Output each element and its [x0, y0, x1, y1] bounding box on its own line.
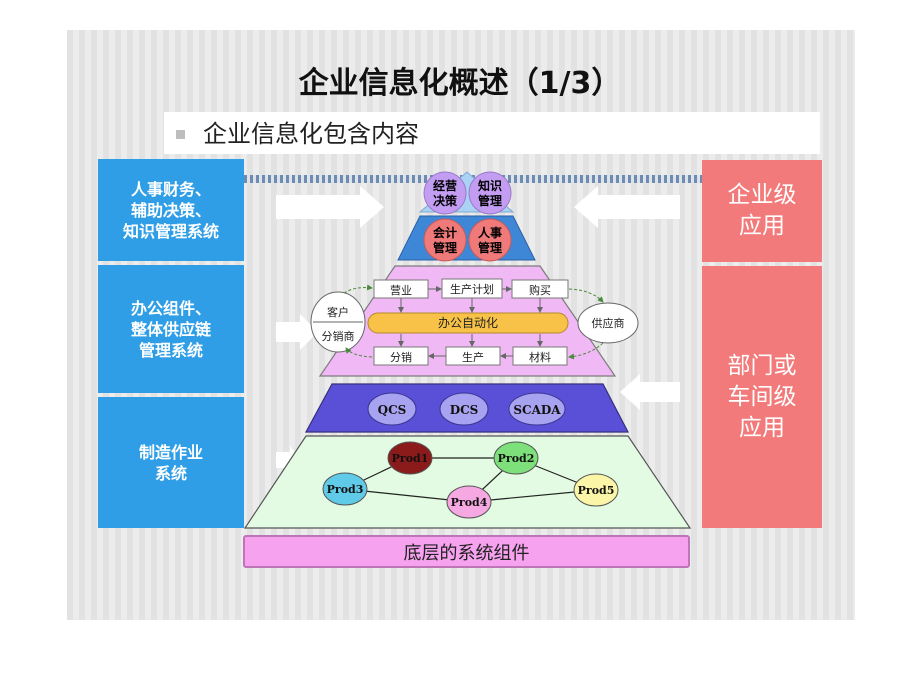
node-prod3-label: Prod3: [327, 483, 364, 496]
bottom-bar-system-components: 底层的系统组件: [243, 535, 690, 568]
circle-accounting-mgmt-line1: 会计: [433, 225, 457, 240]
left-panel-manufacturing: 制造作业 系统: [98, 397, 244, 528]
flow-supplier-to-materials: [568, 342, 604, 360]
flow-distribution-to-customer: [345, 347, 373, 358]
left-panel-office-supply-chain: 办公组件、 整体供应链 管理系统: [98, 265, 244, 393]
left-panel-enterprise-systems: 人事财务、 辅助决策、 知识管理系统: [98, 159, 244, 261]
scada-label: SCADA: [513, 403, 561, 417]
distributor-label: 分销商: [322, 329, 355, 343]
circle-hr-mgmt-line1: 人事: [478, 225, 502, 240]
circle-accounting-mgmt-line2: 管理: [433, 240, 457, 255]
box-materials-label: 材料: [529, 350, 551, 364]
box-sales-label: 营业: [390, 283, 412, 297]
box-production-label: 生产: [462, 350, 484, 364]
node-prod5: [573, 473, 619, 507]
dcs-label: DCS: [450, 403, 479, 417]
circle-hr-mgmt-line2: 管理: [478, 240, 502, 255]
node-prod2-label: Prod2: [498, 452, 535, 465]
node-prod5-label: Prod5: [578, 484, 615, 497]
circle-accounting-mgmt: [423, 218, 467, 262]
right-panel-enterprise-level: 企业级 应用: [702, 160, 822, 262]
box-distribution-label: 分销: [390, 350, 412, 364]
arrow-mid-left: [276, 314, 318, 350]
ellipse-qcs: [367, 392, 417, 426]
bar-office-automation: [367, 312, 569, 334]
qcs-label: QCS: [378, 403, 407, 417]
ellipse-scada: [508, 392, 566, 426]
box-purchase-label: 购买: [529, 283, 551, 297]
customer-label: 客户: [327, 305, 349, 319]
arrow-top-right: [574, 186, 680, 228]
node-prod1: [387, 441, 433, 475]
node-prod2: [493, 441, 539, 475]
node-prod1-label: Prod1: [392, 452, 429, 465]
arrow-top-left: [276, 186, 384, 228]
ellipse-supplier: [577, 302, 639, 344]
node-prod4-label: Prod4: [451, 496, 488, 509]
flow-customer-to-sales: [343, 284, 373, 294]
arrow-right-lower: [620, 374, 680, 410]
slide-title: 企业信息化概述（1/3）: [298, 66, 622, 101]
supplier-label: 供应商: [592, 316, 625, 330]
ellipse-dcs: [439, 392, 489, 426]
circle-business-decision: [423, 171, 467, 215]
node-prod4: [446, 485, 492, 519]
circle-knowledge-mgmt-line1: 知识: [477, 178, 502, 193]
flow-purchase-to-supplier: [568, 288, 604, 303]
bullet-band: [164, 112, 820, 154]
circle-knowledge-mgmt: [468, 171, 512, 215]
bullet-text: 企业信息化包含内容: [203, 120, 419, 148]
tier-products: [243, 435, 692, 529]
circle-knowledge-mgmt-line2: 管理: [478, 193, 502, 208]
circle-business-decision-line1: 经营: [433, 178, 457, 193]
bullet-square-icon: [176, 130, 185, 139]
box-production-plan-label: 生产计划: [450, 282, 494, 296]
bar-office-automation-label: 办公自动化: [438, 315, 498, 330]
right-panel-department-level: 部门或 车间级 应用: [702, 266, 822, 528]
tier-management: [397, 215, 536, 261]
node-prod3: [322, 472, 368, 506]
circle-business-decision-line2: 决策: [433, 193, 458, 208]
circle-hr-mgmt: [468, 218, 512, 262]
